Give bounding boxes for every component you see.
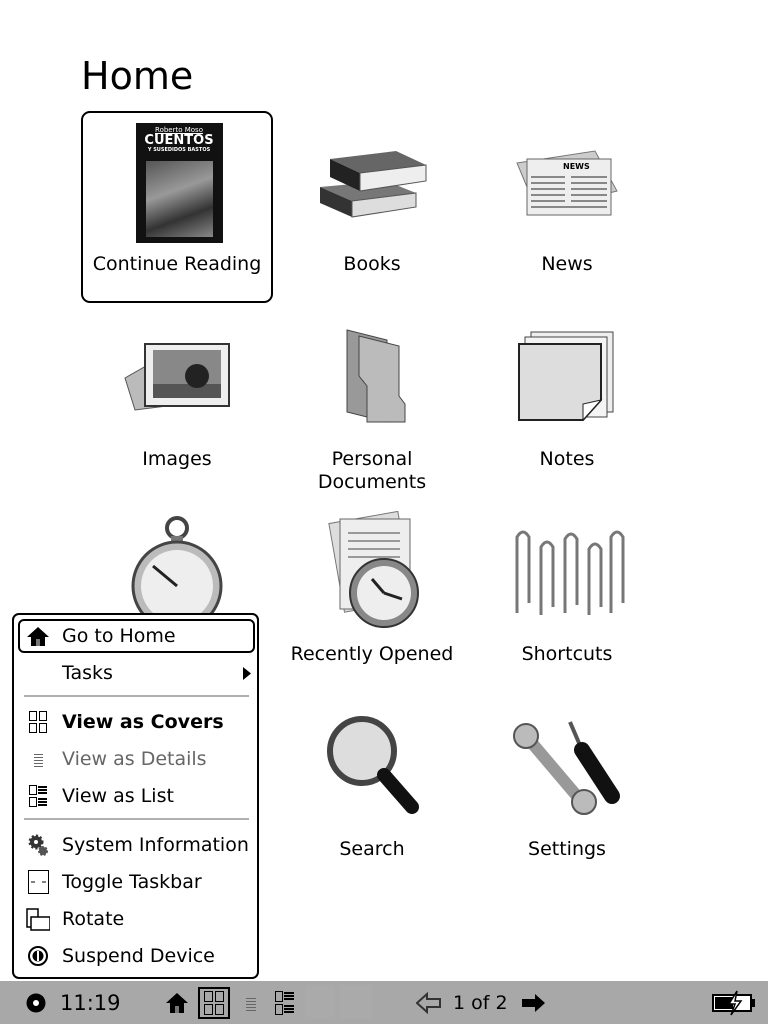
page-indicator: 1 of 2 xyxy=(453,991,508,1014)
menu-item-view-as-details[interactable]: View as Details xyxy=(18,742,255,776)
empty-task-slot xyxy=(305,985,335,1019)
news-badge: NEWS xyxy=(563,162,590,171)
battery-status[interactable] xyxy=(711,981,757,1024)
cover-title: CUENTOS xyxy=(144,133,214,148)
page-title: Home xyxy=(81,54,194,98)
context-menu: Go to Home Tasks View as Covers View as … xyxy=(12,613,259,979)
grid-item-news[interactable]: NEWS News xyxy=(471,111,663,303)
grid-item-label: Settings xyxy=(528,838,606,860)
books-icon xyxy=(312,121,432,241)
list-icon xyxy=(275,990,294,1015)
paperclips-icon xyxy=(507,511,627,631)
grid-item-label: Recently Opened xyxy=(290,643,454,665)
power-icon xyxy=(28,946,48,966)
taskbar: 11:19 1 of 2 xyxy=(0,981,768,1024)
grid-item-books[interactable]: Books xyxy=(276,111,468,303)
menu-item-system-information[interactable]: System Information xyxy=(18,828,255,862)
cover-author: Roberto Moso xyxy=(155,126,203,134)
grid-item-stopwatch[interactable] xyxy=(81,501,273,693)
menu-item-label: System Information xyxy=(62,834,249,856)
menu-item-label: Tasks xyxy=(62,662,113,684)
grid-item-recently-opened[interactable]: Recently Opened xyxy=(276,501,468,693)
arrow-left-icon xyxy=(416,991,441,1014)
clock-icon xyxy=(312,511,432,631)
details-icon xyxy=(246,997,256,1011)
menu-item-view-as-covers[interactable]: View as Covers xyxy=(18,705,255,739)
menu-item-tasks[interactable]: Tasks xyxy=(18,656,255,690)
next-page-button[interactable] xyxy=(520,981,546,1024)
menu-separator xyxy=(24,818,249,820)
home-icon xyxy=(27,627,49,646)
book-cover-image: Roberto Moso CUENTOS Y SUSEDIDOS BASTOS xyxy=(119,123,239,243)
details-icon xyxy=(34,754,43,767)
grid-item-label: Search xyxy=(339,838,405,860)
grid-item-images[interactable]: Images xyxy=(81,306,273,498)
view-details-button[interactable] xyxy=(240,981,262,1024)
menu-item-suspend-device[interactable]: Suspend Device xyxy=(18,939,255,973)
label-line-2: Documents xyxy=(317,471,427,493)
system-menu-button[interactable] xyxy=(26,981,46,1024)
label-line-1: Personal xyxy=(331,448,413,470)
prev-page-button[interactable] xyxy=(416,981,442,1024)
disc-icon xyxy=(26,993,46,1012)
menu-item-label: View as Details xyxy=(62,748,207,770)
grid-item-notes[interactable]: Notes xyxy=(471,306,663,498)
grid-item-shortcuts[interactable]: Shortcuts xyxy=(471,501,663,693)
battery-charging-icon xyxy=(712,990,755,1015)
notes-icon xyxy=(507,316,627,436)
view-list-button[interactable] xyxy=(274,981,296,1024)
images-icon xyxy=(117,316,237,436)
menu-item-rotate[interactable]: Rotate xyxy=(18,902,255,936)
grid-item-label: Shortcuts xyxy=(521,643,613,665)
home-button[interactable] xyxy=(165,981,189,1024)
grid-item-label: Books xyxy=(343,253,401,275)
menu-item-label: Rotate xyxy=(62,908,125,930)
toggle-taskbar-icon xyxy=(28,870,49,894)
menu-item-toggle-taskbar[interactable]: Toggle Taskbar xyxy=(18,865,255,899)
covers-icon xyxy=(198,986,230,1019)
grid-item-search[interactable]: Search xyxy=(276,696,468,888)
grid-item-label: Images xyxy=(142,448,212,470)
gears-icon xyxy=(28,834,48,856)
menu-item-label: Go to Home xyxy=(62,625,176,647)
menu-item-label: Toggle Taskbar xyxy=(62,871,202,893)
empty-task-slot xyxy=(340,985,372,1019)
grid-item-continue-reading[interactable]: Roberto Moso CUENTOS Y SUSEDIDOS BASTOS … xyxy=(81,111,273,303)
grid-item-settings[interactable]: Settings xyxy=(471,696,663,888)
menu-item-go-to-home[interactable]: Go to Home xyxy=(18,619,255,653)
arrow-right-icon xyxy=(522,993,545,1012)
list-icon xyxy=(29,785,47,807)
folder-icon xyxy=(312,316,432,436)
submenu-arrow-icon xyxy=(243,667,251,680)
grid-item-label: Notes xyxy=(539,448,595,470)
grid-item-label: Continue Reading xyxy=(92,253,262,275)
cover-subtitle: Y SUSEDIDOS BASTOS xyxy=(147,147,211,153)
clock: 11:19 xyxy=(60,990,121,1015)
covers-icon xyxy=(29,711,47,733)
home-icon xyxy=(166,992,188,1013)
tools-icon xyxy=(507,706,627,826)
grid-item-label: News xyxy=(541,253,593,275)
menu-separator xyxy=(24,695,249,697)
stopwatch-icon xyxy=(117,511,237,631)
menu-item-label: View as Covers xyxy=(62,711,224,733)
menu-item-label: Suspend Device xyxy=(62,945,215,967)
view-covers-button[interactable] xyxy=(198,981,230,1024)
rotate-icon xyxy=(26,908,50,931)
menu-item-label: View as List xyxy=(62,785,174,807)
newspaper-icon: NEWS xyxy=(507,121,627,241)
magnifier-icon xyxy=(312,706,432,826)
menu-item-view-as-list[interactable]: View as List xyxy=(18,779,255,813)
